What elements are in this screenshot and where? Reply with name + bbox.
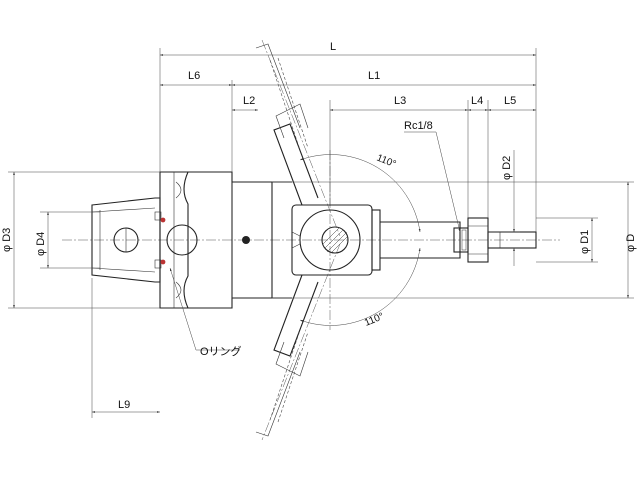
label-thread-rc: Rc1/8 bbox=[404, 120, 433, 132]
label-oring: Oリング bbox=[200, 344, 242, 358]
label-L4: L4 bbox=[471, 95, 483, 107]
label-angle-bottom: 110° bbox=[363, 311, 386, 329]
label-phi-D2: φ D2 bbox=[501, 156, 513, 180]
label-L2: L2 bbox=[243, 95, 255, 107]
angle-arcs bbox=[299, 154, 421, 326]
centerlines bbox=[62, 39, 560, 441]
swivel-block bbox=[255, 43, 381, 437]
label-L6: L6 bbox=[188, 70, 200, 82]
label-phi-D4: φ D4 bbox=[35, 232, 47, 256]
label-phi-D1: φ D1 bbox=[579, 230, 591, 254]
label-L5: L5 bbox=[504, 95, 516, 107]
dimension-labels: L L6 L1 L2 L3 L4 L5 L9 φ D3 φ D4 φ D φ D… bbox=[1, 41, 637, 411]
label-phi-D3: φ D3 bbox=[1, 228, 13, 252]
label-L9: L9 bbox=[118, 399, 130, 411]
label-L1: L1 bbox=[368, 70, 380, 82]
label-L: L bbox=[330, 41, 336, 53]
ball-elements bbox=[113, 211, 250, 269]
dimension-lines bbox=[13, 54, 629, 413]
plug-dot bbox=[242, 236, 250, 244]
label-angle-top: 110° bbox=[375, 153, 398, 171]
label-phi-D: φ D bbox=[625, 234, 637, 252]
leader-lines bbox=[169, 131, 461, 351]
label-L3: L3 bbox=[394, 95, 406, 107]
extension-lines bbox=[8, 48, 634, 418]
